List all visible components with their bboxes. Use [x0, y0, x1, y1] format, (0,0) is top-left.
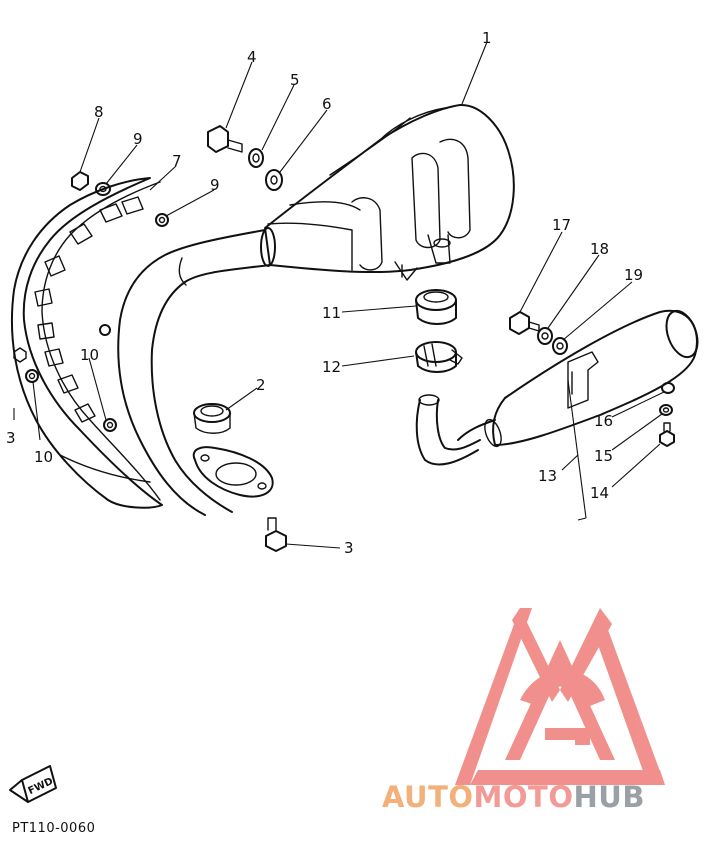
part-label-8: 8 — [94, 103, 104, 121]
leader-lines — [13, 41, 665, 549]
muffler — [415, 309, 699, 466]
part-label-10a: 10 — [80, 346, 99, 364]
clamp-12 — [415, 341, 463, 373]
part-label-16: 16 — [594, 412, 613, 430]
part-label-18: 18 — [590, 240, 609, 258]
part-label-3: 3 — [344, 539, 354, 557]
gasket — [193, 403, 231, 434]
part-label-15: 15 — [594, 447, 613, 465]
exhaust-pipe — [117, 227, 276, 516]
watermark-auto: AUTO — [382, 780, 474, 814]
part-label-11: 11 — [322, 304, 341, 322]
part-label-19: 19 — [624, 266, 643, 284]
part-label-10b: 10 — [34, 448, 53, 466]
part-label-9b: 9 — [210, 176, 220, 194]
part-label-9a: 9 — [133, 130, 143, 148]
watermark-hub: HUB — [573, 780, 645, 814]
part-label-17: 17 — [552, 216, 571, 234]
watermark-text: AUTOMOTOHUB — [382, 780, 645, 814]
exhaust-drawing — [10, 41, 699, 552]
part-label-4: 4 — [247, 48, 257, 66]
heat-protector — [10, 177, 163, 509]
automotohub-logo-icon — [455, 608, 665, 785]
part-label-13: 13 — [538, 467, 557, 485]
part-label-7: 7 — [172, 152, 182, 170]
fwd-label: FWD — [27, 776, 55, 797]
part-label-14: 14 — [590, 484, 609, 502]
fwd-arrow-icon: FWD — [9, 765, 57, 803]
pipe-flange — [192, 446, 274, 498]
edge-label: 3 — [6, 429, 16, 447]
drawing-code: PT110-0060 — [12, 821, 96, 836]
part-labels: 1 2 3 4 5 6 7 8 9 9 10 10 11 12 13 14 15… — [6, 29, 643, 557]
part-label-2: 2 — [256, 376, 266, 394]
part-label-12: 12 — [322, 358, 341, 376]
watermark-moto: MOTO — [473, 780, 574, 814]
expansion-chamber — [264, 103, 515, 281]
part-label-1: 1 — [482, 29, 492, 47]
fasteners — [13, 125, 675, 552]
part-label-5: 5 — [290, 71, 300, 89]
gasket-11 — [415, 289, 457, 325]
part-label-6: 6 — [322, 95, 332, 113]
